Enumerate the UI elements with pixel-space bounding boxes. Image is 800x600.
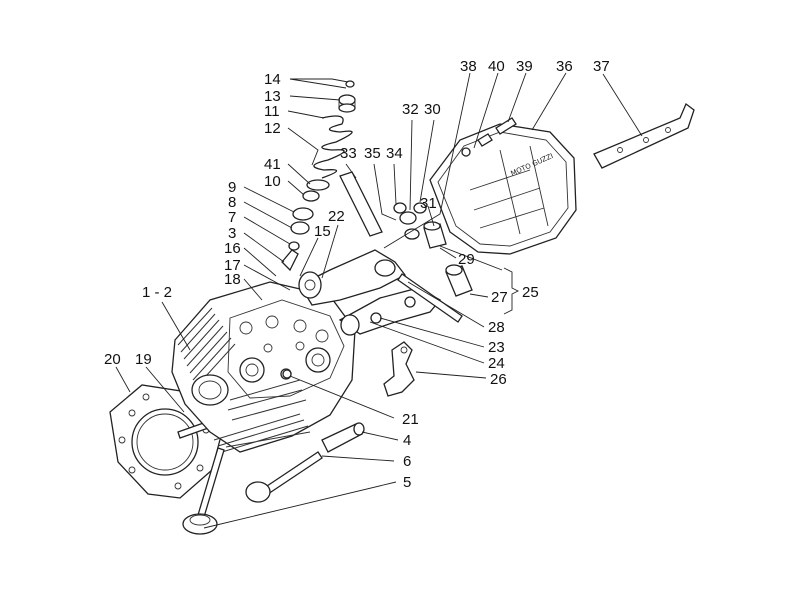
callout-5: 5 xyxy=(403,474,411,491)
callout-1-2: 1 - 2 xyxy=(142,284,172,301)
valve-spring-assembly xyxy=(281,80,356,272)
callout-25: 25 xyxy=(522,284,539,301)
callout-18: 18 xyxy=(224,271,241,288)
upper-rocker-arm xyxy=(298,249,406,306)
callout-21: 21 xyxy=(402,411,419,428)
callout-9: 9 xyxy=(228,179,236,196)
callout-22: 22 xyxy=(328,208,345,225)
callout-40: 40 xyxy=(488,58,505,75)
callout-19: 19 xyxy=(135,351,152,368)
callout-14: 14 xyxy=(264,71,281,88)
callout-6: 6 xyxy=(403,453,411,470)
cover-trim xyxy=(593,102,695,169)
callout-17: 17 xyxy=(224,257,241,274)
callout-20: 20 xyxy=(104,351,121,368)
callout-27: 27 xyxy=(491,289,508,306)
callout-30: 30 xyxy=(424,101,441,118)
callout-36: 36 xyxy=(556,58,573,75)
callout-15: 15 xyxy=(314,223,331,240)
rocker-bracket xyxy=(383,341,415,397)
cylinder-head xyxy=(171,281,356,453)
leader-lines xyxy=(115,72,643,529)
callout-33: 33 xyxy=(340,145,357,162)
callout-31: 31 xyxy=(420,195,437,212)
callout-4: 4 xyxy=(403,432,411,449)
callout-7: 7 xyxy=(228,209,236,226)
callout-39: 39 xyxy=(516,58,533,75)
callout-labels: 14 13 11 12 41 10 9 8 7 3 16 17 18 1 - 2… xyxy=(104,58,610,491)
pushrod xyxy=(339,171,383,237)
intake-valve xyxy=(182,447,225,535)
callout-8: 8 xyxy=(228,194,236,211)
o-ring xyxy=(282,369,292,379)
callout-3: 3 xyxy=(228,225,236,242)
callout-35: 35 xyxy=(364,145,381,162)
callout-38: 38 xyxy=(460,58,477,75)
callout-29: 29 xyxy=(458,251,475,268)
callout-24: 24 xyxy=(488,355,505,372)
exhaust-valve xyxy=(245,451,323,503)
callout-34: 34 xyxy=(386,145,403,162)
callout-11: 11 xyxy=(264,103,280,120)
callout-13: 13 xyxy=(264,88,281,105)
callout-26: 26 xyxy=(490,371,507,388)
callout-32: 32 xyxy=(402,101,419,118)
callout-12: 12 xyxy=(264,120,281,137)
cover-screws xyxy=(461,117,517,157)
callout-37: 37 xyxy=(593,58,610,75)
callout-16: 16 xyxy=(224,240,241,257)
callout-10: 10 xyxy=(264,173,281,190)
callout-28: 28 xyxy=(488,319,505,336)
valve-cover: MOTO GUZZI xyxy=(429,123,577,255)
callout-23: 23 xyxy=(488,339,505,356)
valve-guide xyxy=(321,422,365,453)
tappet-group xyxy=(393,202,473,297)
callout-41: 41 xyxy=(264,156,281,173)
